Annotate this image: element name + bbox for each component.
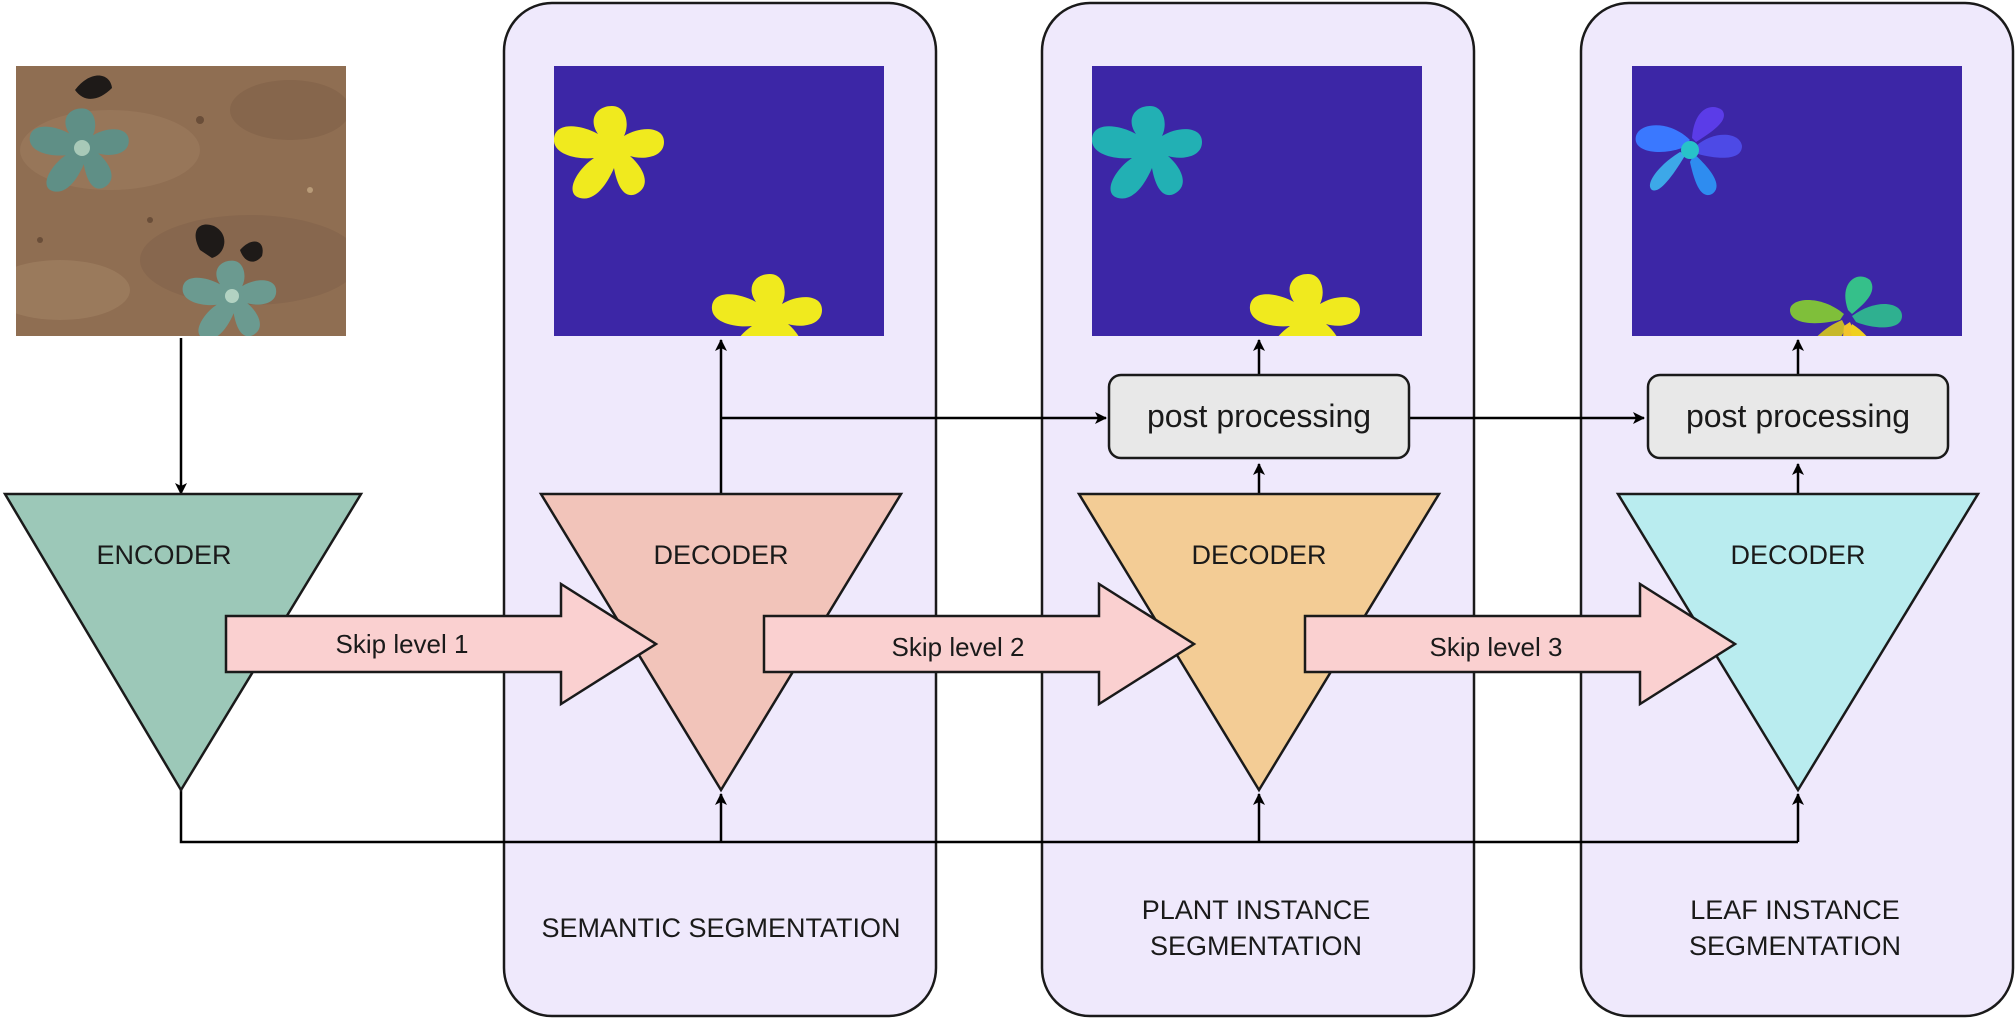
input-image (16, 66, 346, 336)
post-processing-leaf-label: post processing (1686, 398, 1910, 434)
post-processing-leaf-box (1646, 373, 1950, 460)
skip-arrow-1 (224, 581, 659, 707)
post-processing-plant-label: post processing (1147, 398, 1371, 434)
decoder-semantic-label: DECODER (653, 540, 788, 570)
plant-instance-segmentation-mask (1092, 66, 1422, 336)
encoder-label: ENCODER (96, 540, 231, 570)
post-processing-plant-box (1107, 373, 1411, 460)
leaf-instance-segmentation-mask (1632, 66, 1962, 336)
skip-label-2: Skip level 2 (892, 632, 1025, 662)
skip-label-1: Skip level 1 (336, 629, 469, 659)
connector-lines (175, 338, 1804, 844)
decoder-plant-label: DECODER (1191, 540, 1326, 570)
decoder-leaf-label: DECODER (1730, 540, 1865, 570)
panel-title-semantic: SEMANTIC SEGMENTATION (541, 913, 900, 943)
panel-title-leaf-line2: SEGMENTATION (1689, 931, 1901, 961)
panel-title-leaf-line1: LEAF INSTANCE (1690, 895, 1900, 925)
skip-label-3: Skip level 3 (1430, 632, 1563, 662)
panel-title-plant-line2: SEGMENTATION (1150, 931, 1362, 961)
skip-arrow-3 (1303, 581, 1738, 707)
panel-title-plant-line1: PLANT INSTANCE (1142, 895, 1371, 925)
skip-arrow-2 (762, 581, 1197, 707)
semantic-segmentation-mask (554, 66, 884, 336)
